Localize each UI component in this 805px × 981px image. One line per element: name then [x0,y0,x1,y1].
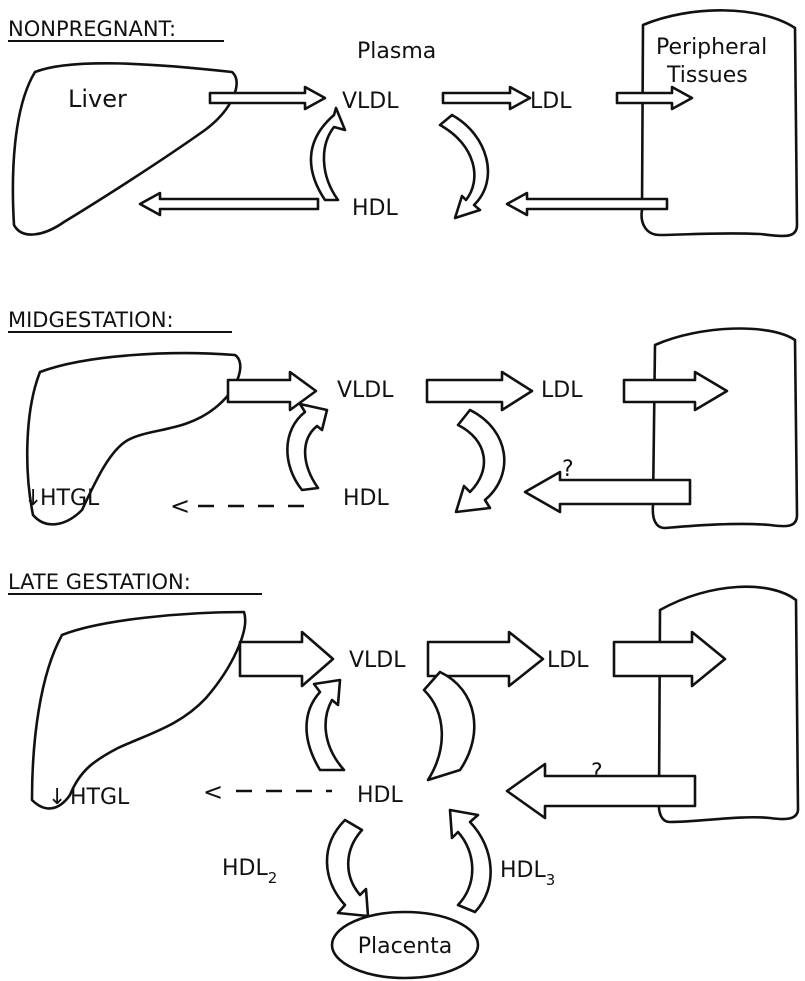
arrow-vldl-to-hdl [440,115,488,218]
arrow-placenta-to-hdl-hdl3 [450,810,491,912]
dashed-arrowhead: < [170,492,190,520]
arrow-ldl-to-tissues [624,372,727,410]
htgl-label: HTGL [40,486,100,511]
down-arrow-label: ↓ [48,785,66,810]
section-title-nonpregnant: NONPREGNANT: [8,17,176,41]
arrow-hdl-to-liver [140,193,318,215]
arrow-ldl-to-tissues [617,87,692,109]
arrow-ldl-to-tissues [614,632,725,686]
section-title-midgestation: MIDGESTATION: [8,308,174,332]
vldl-label: VLDL [337,378,394,403]
arrow-vldl-to-hdl [456,410,504,512]
arrow-hdl-to-vldl [287,404,327,490]
placenta-label: Placenta [358,934,453,959]
arrow-vldl-to-ldl [443,87,530,109]
hdl2-label: HDL2 [222,856,277,887]
arrow-vldl-to-hdl [424,672,474,780]
plasma-label: Plasma [357,39,436,64]
hdl-label: HDL [343,486,389,511]
liver-label: Liver [68,85,127,113]
arrow-hdl-to-vldl [307,680,345,770]
htgl-label: HTGL [70,785,130,810]
arrow-tissues-to-hdl [525,472,690,512]
ldl-label: LDL [530,89,572,114]
section-title-late-gestation: LATE GESTATION: [8,570,191,594]
ldl-label: LDL [547,648,589,673]
peripheral-label-line1: Peripheral [656,35,767,60]
question-mark: ? [562,457,574,482]
peripheral-label-line2: Tissues [666,63,748,88]
arrow-placenta-to-hdl-hdl2 [327,820,368,916]
arrow-hdl-to-vldl [311,108,345,200]
arrow-vldl-to-ldl [427,372,532,410]
vldl-label: VLDL [349,648,406,673]
arrow-liver-to-vldl [240,632,333,686]
hdl3-label: HDL3 [500,858,555,889]
hdl-label: HDL [352,196,398,221]
vldl-label: VLDL [342,89,399,114]
hdl-label: HDL [357,783,403,808]
dashed-arrowhead: < [203,778,223,806]
ldl-label: LDL [541,378,583,403]
